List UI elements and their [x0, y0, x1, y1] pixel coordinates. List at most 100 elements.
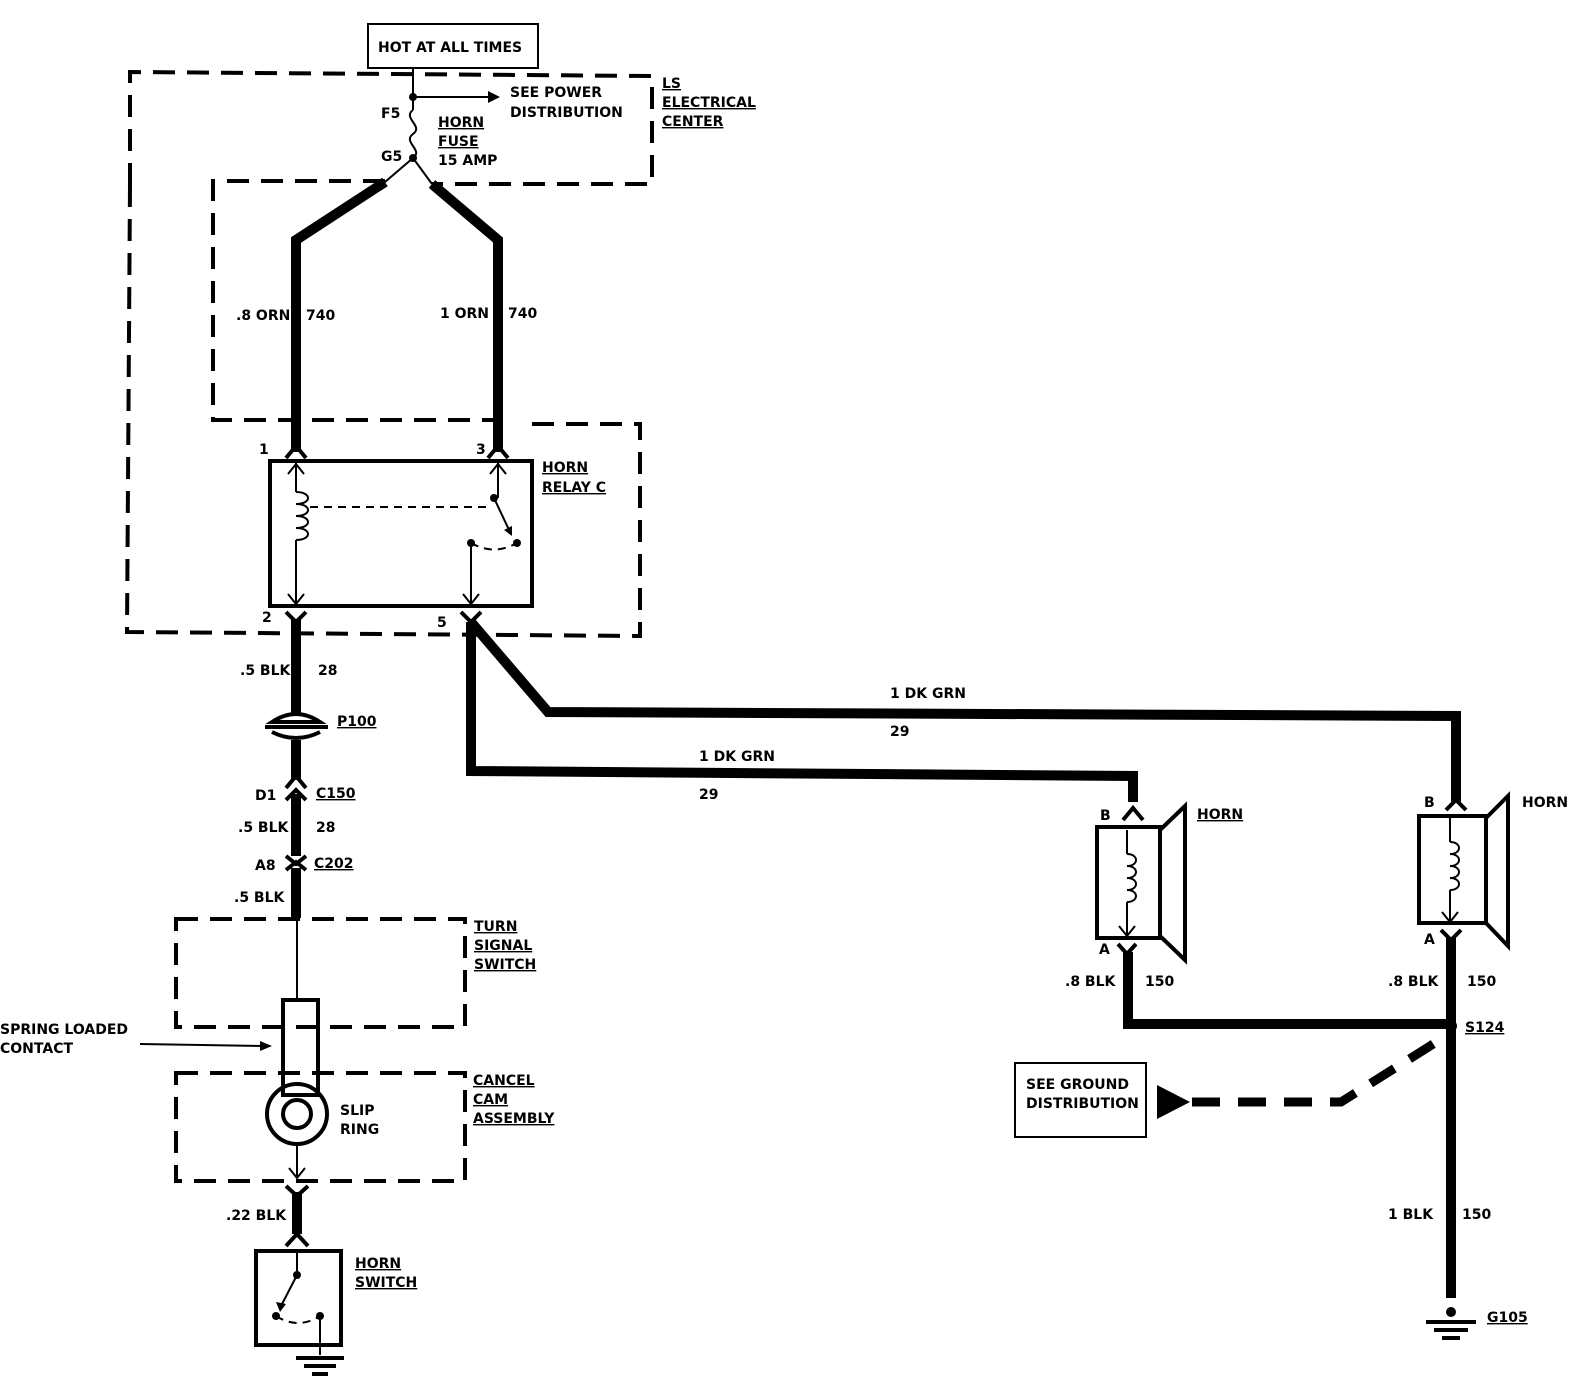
horn2-number: 150	[1467, 974, 1496, 990]
cancel-cam-label-1: CANCEL	[473, 1073, 535, 1089]
pin1-connector	[284, 442, 308, 460]
wire-right-number: 740	[508, 306, 537, 322]
horn2-b-connector	[1444, 797, 1468, 812]
wire-right-gauge: 1 ORN	[440, 306, 489, 322]
slip-ring-inner	[281, 1098, 313, 1130]
relay-switch-blade	[493, 497, 511, 533]
wire-c202-gauge: .5 BLK	[234, 890, 286, 906]
fuse-branch-left	[384, 157, 414, 183]
pin5-connector	[459, 610, 483, 625]
horn2-bell-icon	[1484, 791, 1510, 951]
dkgrn-lower-label: 1 DK GRN	[699, 749, 775, 765]
spring-contact-arrow-icon	[260, 1041, 272, 1051]
dkgrn-upper-number: 29	[890, 724, 909, 740]
horn-fuse-label-2: FUSE	[438, 134, 479, 150]
spring-contact-pointer	[139, 1043, 263, 1047]
horn1-gauge: .8 BLK	[1065, 974, 1117, 990]
relay-switch-arrow-icon	[504, 526, 512, 536]
horn2-a-label: A	[1424, 932, 1435, 948]
cancel-cam-label-3: ASSEMBLY	[473, 1111, 555, 1127]
c202-label: C202	[314, 856, 354, 872]
see-power-arrow-icon	[488, 91, 500, 103]
see-ground-label-2: DISTRIBUTION	[1026, 1096, 1139, 1112]
horn-switch-arc	[275, 1315, 321, 1324]
horn1-coil	[1126, 853, 1137, 903]
slip-ring-label-1: SLIP	[340, 1103, 374, 1119]
wire28-gauge: .5 BLK	[240, 663, 292, 679]
dkgrn-lower-number: 29	[699, 787, 718, 803]
wire-740-right	[428, 180, 503, 452]
relay-coil-arrow-bottom	[287, 593, 305, 606]
horn2-gauge: .8 BLK	[1388, 974, 1440, 990]
cancel-cam-assembly-box	[174, 1071, 467, 1183]
pin3-connector	[486, 442, 510, 460]
horn-switch-connector	[284, 1231, 310, 1248]
ls-label-3: CENTER	[662, 114, 724, 130]
relay-switch-arrow-top	[489, 462, 507, 475]
pin5-label: 5	[437, 615, 447, 631]
see-power-label-2: DISTRIBUTION	[510, 105, 623, 121]
g5-label: G5	[381, 149, 402, 165]
slip-ring-label-2: RING	[340, 1122, 379, 1138]
ground-number: 150	[1462, 1207, 1491, 1223]
ls-electrical-center-boundary	[128, 69, 654, 186]
wire28b-gauge: .5 BLK	[238, 820, 290, 836]
ls-label-2: ELECTRICAL	[662, 95, 756, 111]
turn-signal-switch-box	[174, 917, 467, 1029]
dkgrn-upper-label: 1 DK GRN	[890, 686, 966, 702]
slip-ring-arrow	[288, 1167, 306, 1180]
ls-label-1: LS	[662, 76, 681, 92]
ground-reference-dashed-line	[1192, 1032, 1449, 1107]
horn2-coil-arrow	[1441, 911, 1459, 924]
horn1-number: 150	[1145, 974, 1174, 990]
relay-contact-arc	[470, 542, 518, 551]
horn-relay-box	[268, 459, 534, 608]
g105-dot	[1446, 1307, 1456, 1317]
spring-loaded-label-2: CONTACT	[0, 1041, 73, 1057]
horn1-label: HORN	[1197, 807, 1243, 823]
wire-150-horn1	[1123, 952, 1452, 1029]
c150-connector-bottom	[284, 787, 308, 802]
a8-label: A8	[255, 858, 276, 874]
see-ground-arrow-icon	[1157, 1085, 1190, 1119]
wire-29-upper	[467, 618, 1461, 802]
c202-connector-bottom	[284, 859, 308, 872]
horn1-b-label: B	[1100, 808, 1111, 824]
wire-left-number: 740	[306, 308, 335, 324]
p100-grommet-bottom	[271, 730, 321, 740]
wire22-gauge: .22 BLK	[226, 1208, 287, 1224]
horn1-body	[1095, 825, 1162, 940]
see-ground-label-1: SEE GROUND	[1026, 1077, 1129, 1093]
turn-signal-label-1: TURN	[474, 919, 517, 935]
relay-switch-arrow-bottom	[462, 593, 480, 606]
spring-loaded-contact	[281, 998, 320, 1097]
horn-switch-blade	[279, 1274, 298, 1309]
wire-29-lower	[466, 622, 1138, 802]
horn1-b-connector	[1121, 804, 1145, 822]
wire28-number: 28	[318, 663, 337, 679]
horn-switch-label-1: HORN	[355, 1256, 401, 1272]
horn2-b-label: B	[1424, 795, 1435, 811]
horn1-bell-icon	[1158, 801, 1187, 965]
horn-switch-arrow-icon	[276, 1302, 286, 1312]
c150-label: C150	[316, 786, 356, 802]
horn-fuse-symbol	[408, 109, 418, 159]
see-ground-box	[1014, 1062, 1147, 1138]
horn-fuse-label-3: 15 AMP	[438, 153, 497, 169]
wire28b-number: 28	[316, 820, 335, 836]
spring-loaded-label-1: SPRING LOADED	[0, 1022, 128, 1038]
wire-left-gauge: .8 ORN	[236, 308, 290, 324]
p100-label: P100	[337, 714, 377, 730]
c150-connector-top	[284, 772, 308, 790]
wire-740-left	[291, 177, 388, 452]
f5-label: F5	[381, 106, 400, 122]
horn-fuse-label-1: HORN	[438, 115, 484, 131]
horn2-body	[1417, 814, 1488, 925]
outer-dashed-boundary	[124, 184, 642, 639]
relay-coil-arrow-top	[287, 462, 305, 475]
turn-signal-label-3: SWITCH	[474, 957, 536, 973]
fuse-branch-right	[412, 157, 433, 185]
ground-gauge: 1 BLK	[1388, 1207, 1434, 1223]
turn-signal-label-2: SIGNAL	[474, 938, 532, 954]
